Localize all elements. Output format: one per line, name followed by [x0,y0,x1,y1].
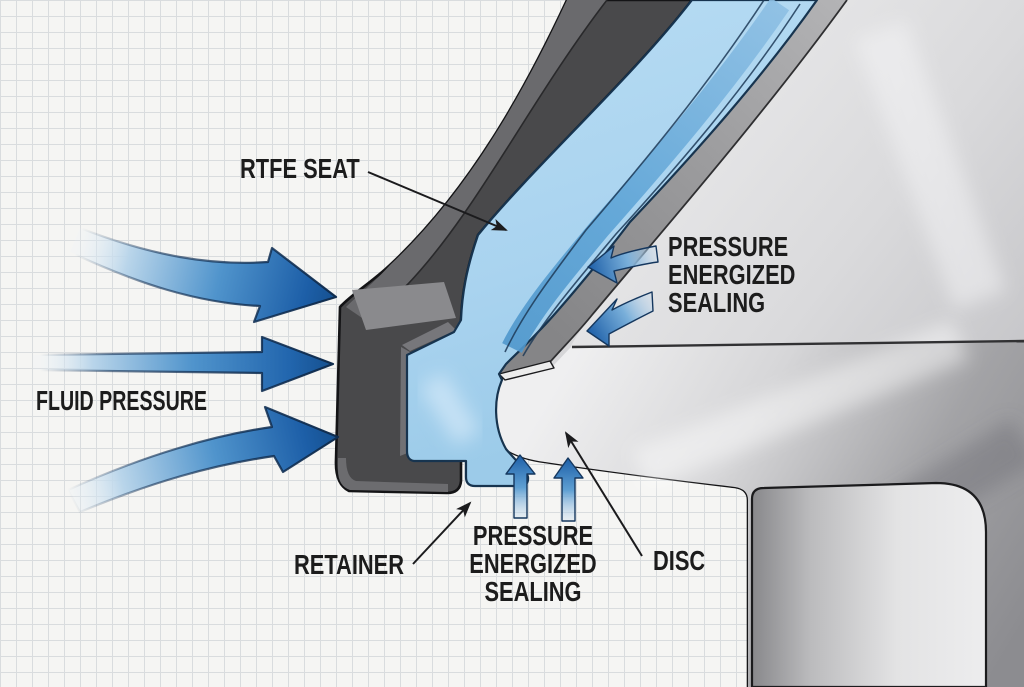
pes-bottom-line-3: SEALING [484,576,582,607]
rtfe-seat-label: RTFE SEAT [240,153,360,184]
seat-stripe-line-2 [522,3,801,357]
pressure-energized-sealing-top-label: PRESSURE ENERGIZED SEALING [668,233,795,317]
pes-top-line-2: ENERGIZED [668,259,796,290]
fluid-arrow-top [68,226,338,324]
pes-top-line-1: PRESSURE [668,231,789,262]
sealing-arrows [505,245,659,522]
disc-rim-band [499,0,847,374]
rtfe-seat-leader-line [367,171,508,231]
pes-top-line-3: SEALING [668,287,766,318]
leader-lines [367,171,643,565]
retainer-leader-line [412,501,472,565]
fluid-pressure-label: FLUID PRESSURE [36,385,207,416]
retainer-outer-highlight-band [346,0,607,322]
disc-dome-sheen [854,20,1006,310]
disc-face-sheen [632,320,968,490]
pes-bottom-line-2: ENERGIZED [469,548,597,579]
disc-label: DISC [653,545,706,576]
seat-stripe-line-1 [504,0,765,353]
sealing-arrow-upper-1 [587,245,659,284]
retainer-bottom-bevel [338,458,448,492]
sealing-arrow-upper-2 [586,291,654,347]
fluid-pressure-arrows [31,226,340,514]
disc-shape [494,0,1024,687]
disc-lip-sliver [498,360,555,381]
rtfe-seat-shape [405,0,819,488]
retainer-label: RETAINER [294,549,405,580]
seat-shading-stripe [502,0,790,354]
dome-face-seam-line [571,339,1024,349]
seat-cavity-highlight [420,372,480,446]
disc-hub [750,481,988,687]
pes-bottom-line-1: PRESSURE [472,520,594,551]
retainer-top-bevel [352,282,456,330]
retainer-cavity-bevel [402,322,456,351]
fluid-arrow-bottom [66,405,340,514]
fluid-arrow-middle [31,335,335,393]
sealing-arrow-lower-1 [505,454,536,519]
sealing-arrow-lower-2 [553,457,584,522]
pressure-energized-sealing-bottom-label: PRESSURE ENERGIZED SEALING [455,522,611,606]
disc-leader-line [564,431,643,557]
